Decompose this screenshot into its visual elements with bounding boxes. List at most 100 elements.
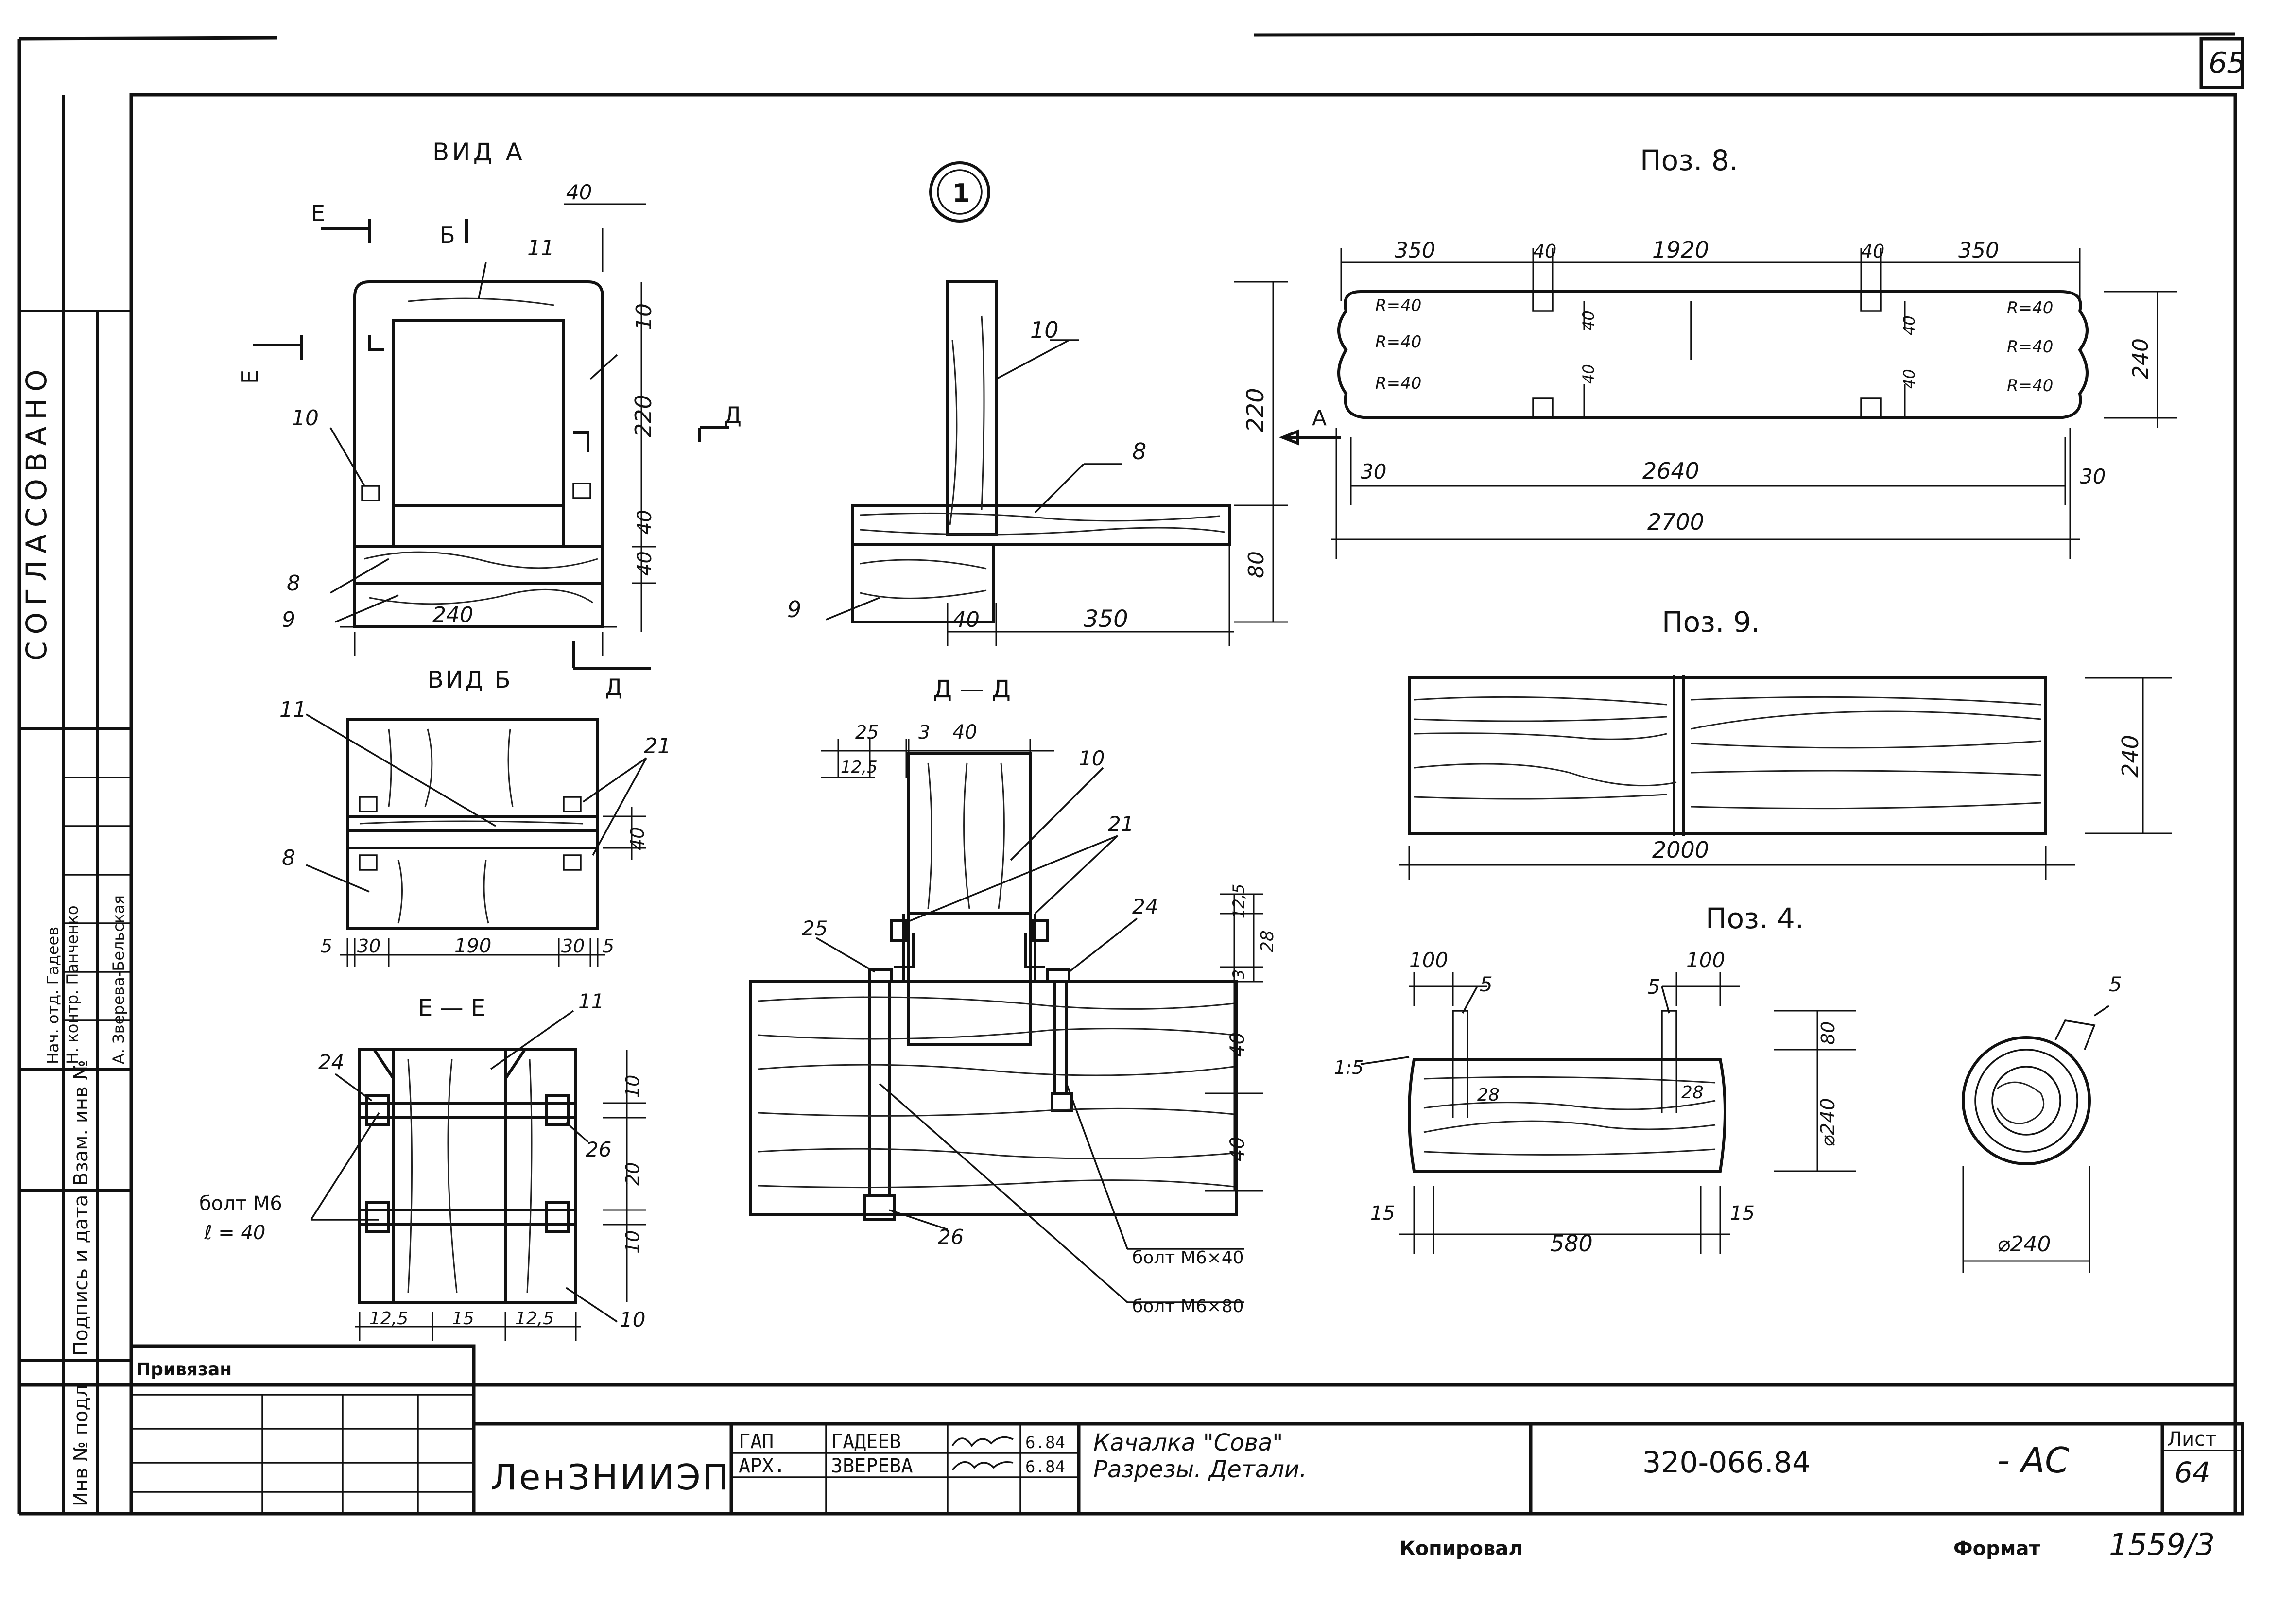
- poz-4-dim-80: 80: [1817, 1021, 1839, 1045]
- section-ee-bolt-2: ℓ = 40: [204, 1222, 265, 1244]
- section-dd-dim-125: 12,5: [841, 758, 878, 777]
- stamp-role-2: АРХ.: [739, 1455, 785, 1477]
- poz-4-callout-5a: 5: [1480, 972, 1493, 996]
- section-dd-dim-25: 25: [855, 722, 879, 743]
- stamp-name-1: ГАДЕЕВ: [831, 1431, 901, 1453]
- copied-label: Копировал: [1399, 1538, 1523, 1560]
- poz-8-dim-40b: 40: [1861, 241, 1884, 262]
- poz-8-dim-30a: 30: [1361, 460, 1386, 484]
- view-a-label-d: Д: [724, 402, 742, 428]
- poz-8-dim-2700: 2700: [1647, 509, 1704, 535]
- view-a-label-b: Б: [440, 222, 455, 248]
- section-ee-dim-w12a: 12,5: [369, 1309, 408, 1329]
- view-a: [253, 203, 729, 656]
- stamp-date-2: 6.84: [1025, 1457, 1065, 1477]
- poz-8-dim-240: 240: [2128, 338, 2153, 379]
- poz-8-radius-1: R=40: [1375, 296, 1421, 315]
- view-b-label-d: Д: [605, 674, 622, 700]
- section-1-dim-80: 80: [1244, 551, 1269, 578]
- poz-4: [1360, 972, 2109, 1273]
- poz-8-radius-4: R=40: [2007, 298, 2053, 318]
- poz-4-callout-5b: 5: [1647, 975, 1660, 999]
- poz-8-dim-v40c: 40: [1579, 364, 1598, 384]
- poz-4-dim-15a: 15: [1370, 1202, 1395, 1225]
- vzam-label: Взам. инв №: [70, 1060, 92, 1186]
- view-b-callout-11: 11: [279, 697, 307, 722]
- section-1-dim-220: 220: [1242, 388, 1269, 432]
- section-ee-title: Е — Е: [418, 994, 485, 1021]
- poz-8-dim-350a: 350: [1395, 238, 1435, 263]
- poz-4-title: Поз. 4.: [1706, 902, 1804, 935]
- view-a-dim-240: 240: [432, 603, 473, 627]
- poz-4-angle: 1:5: [1334, 1057, 1364, 1078]
- view-a-callout-9: 9: [282, 607, 295, 632]
- poz-4-dim-100b: 100: [1686, 948, 1725, 972]
- section-1-callout-10: 10: [1030, 317, 1059, 343]
- view-b-callout-8: 8: [282, 846, 295, 870]
- view-a-title: ВИД А: [432, 138, 525, 166]
- bound-label: Привязан: [136, 1360, 232, 1380]
- doc-suffix: - АС: [1997, 1440, 2070, 1481]
- poz-8-dim-2640: 2640: [1642, 458, 1699, 484]
- view-a-label-e1: Е: [311, 200, 325, 226]
- poz-8-arrow-label: А: [1312, 406, 1327, 431]
- poz-8-dim-1920: 1920: [1652, 237, 1709, 263]
- view-a-dim-40b: 40: [634, 551, 656, 576]
- poz-9-title: Поз. 9.: [1662, 605, 1760, 639]
- sheet-number: 64: [2175, 1456, 2210, 1489]
- section-ee-dim-w15: 15: [452, 1309, 474, 1329]
- title-block: [129, 1344, 2244, 1516]
- section-ee-dim-10b: 10: [622, 1230, 643, 1254]
- view-b-dim-5b: 5: [603, 935, 614, 957]
- poz-8-radius-5: R=40: [2007, 337, 2053, 357]
- section-dd-dim-v28: 28: [1258, 930, 1277, 952]
- poz-4-dim-580: 580: [1550, 1230, 1593, 1257]
- section-ee-dim-20: 20: [622, 1162, 643, 1186]
- view-b-dim-5a: 5: [321, 935, 332, 957]
- poz-8: [1278, 248, 2177, 559]
- view-b-dim-30a: 30: [357, 935, 380, 957]
- view-b-callout-21: 21: [644, 734, 671, 759]
- section-ee-dim-10a: 10: [622, 1075, 643, 1098]
- poz-4-dim-100a: 100: [1409, 948, 1448, 972]
- signature-2: [951, 1461, 1014, 1471]
- agreed-label: СОГЛАСОВАНО: [20, 363, 53, 661]
- view-b-title: ВИД Б: [428, 666, 513, 693]
- section-dd-title: Д — Д: [933, 675, 1011, 703]
- view-b-dim-40: 40: [627, 827, 648, 850]
- view-b-dim-30b: 30: [561, 935, 585, 957]
- view-a-callout-8: 8: [287, 571, 300, 596]
- left-strip: [19, 95, 131, 1515]
- section-1-dim-350: 350: [1084, 605, 1128, 633]
- section-dd-callout-24: 24: [1132, 895, 1158, 918]
- section-dd-dim-3: 3: [918, 722, 930, 743]
- poz-4-dim-28b: 28: [1681, 1083, 1704, 1103]
- section-ee: [310, 1010, 646, 1341]
- section-dd-dim-v125: 12,5: [1229, 884, 1248, 918]
- format-label: Формат: [1953, 1538, 2040, 1560]
- podpis-label: Подпись и дата: [70, 1195, 92, 1356]
- section-ee-callout-24: 24: [318, 1050, 344, 1074]
- section-dd-bolt-a: болт М6×40: [1132, 1248, 1244, 1268]
- poz-8-dim-v40a: 40: [1579, 311, 1598, 330]
- doc-code: 320-066.84: [1642, 1446, 1811, 1480]
- section-1-callout-9: 9: [787, 596, 801, 622]
- leader-11-a: [478, 262, 487, 299]
- section-dd: [749, 739, 1263, 1303]
- section-dd-dim-v3: 3: [1229, 969, 1248, 979]
- signature-1: [951, 1436, 1014, 1447]
- project-title-2: Разрезы. Детали.: [1093, 1456, 1307, 1483]
- section-dd-callout-25: 25: [802, 916, 828, 940]
- poz-8-radius-2: R=40: [1375, 332, 1421, 352]
- poz-4-dim-circle: ⌀240: [1997, 1232, 2051, 1257]
- poz-8-radius-6: R=40: [2007, 376, 2053, 396]
- people-2: Н. контр. Панченко: [63, 905, 82, 1064]
- section-ee-bolt-1: болт М6: [199, 1192, 282, 1215]
- view-a-dim-top: 40: [566, 180, 592, 204]
- view-a-label-e2: Е: [237, 370, 263, 384]
- section-dd-callout-21: 21: [1108, 812, 1134, 836]
- page-number: 65: [2209, 46, 2245, 80]
- format-value: 1559/3: [2109, 1527, 2215, 1562]
- view-a-callout-10a: 10: [632, 303, 656, 330]
